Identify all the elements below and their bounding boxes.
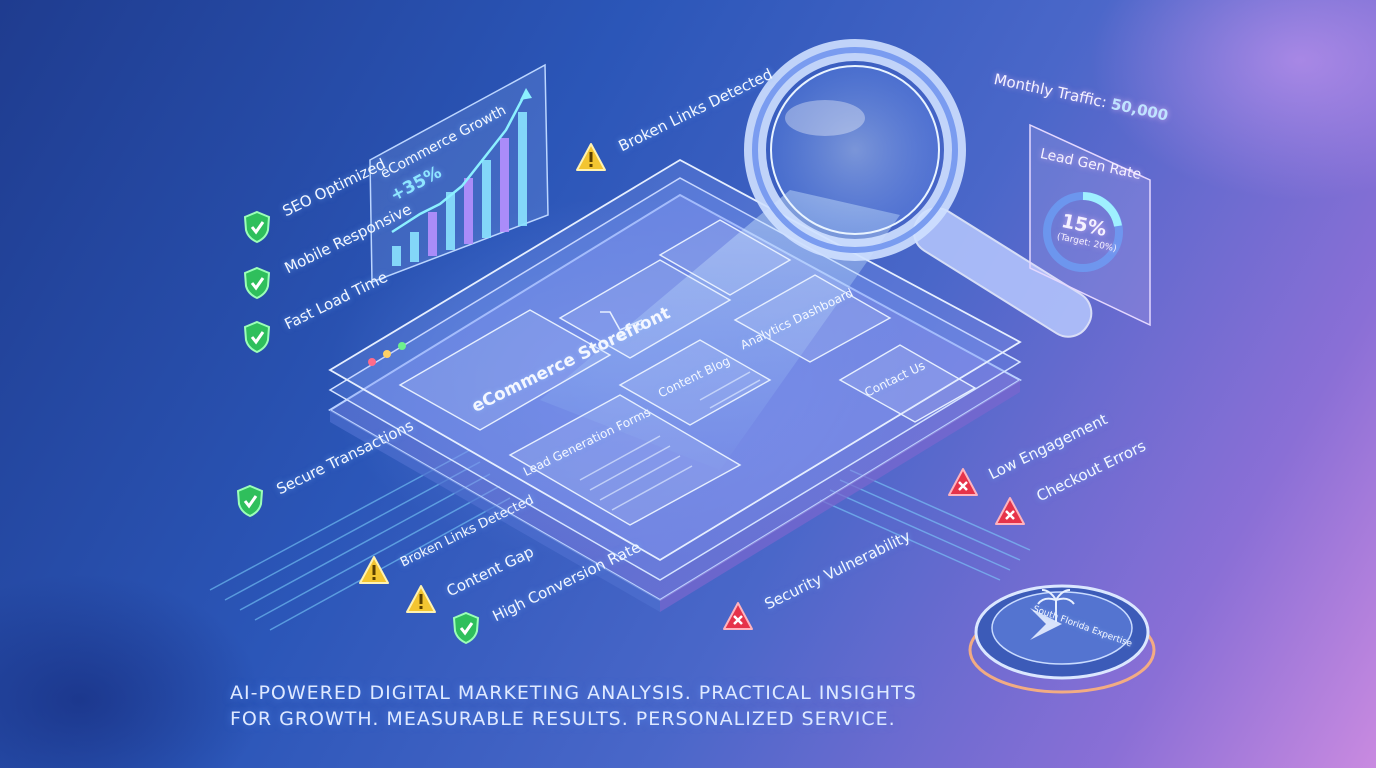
shield-check-icon (243, 210, 271, 244)
magnifying-glass-icon (744, 39, 1093, 338)
warning-triangle-icon (576, 143, 606, 171)
form-lines (579, 371, 761, 511)
warning-triangle-icon (359, 556, 389, 584)
tagline: AI-POWERED DIGITAL MARKETING ANALYSIS. P… (230, 680, 917, 732)
palm-tree-icon (1037, 589, 1075, 622)
shield-check-icon (243, 266, 271, 300)
compass-star-icon (1030, 608, 1062, 640)
error-triangle-icon (947, 467, 979, 497)
tagline-line2: FOR GROWTH. MEASURABLE RESULTS. PERSONAL… (230, 708, 896, 730)
browser-dot-green (398, 342, 406, 350)
analytics-card (733, 274, 892, 363)
warning-triangle-icon (406, 585, 436, 613)
shield-check-icon (243, 320, 271, 354)
cart-card (558, 259, 732, 359)
content-blog-card (618, 339, 772, 426)
shield-check-icon (452, 611, 480, 645)
storefront-card (398, 309, 612, 431)
expertise-badge (968, 584, 1156, 694)
header-card (658, 219, 792, 296)
lead-forms-card (508, 394, 742, 526)
shopping-cart-icon (600, 311, 644, 340)
data-stream-lines-right (819, 469, 1031, 581)
browser-dot-yellow (383, 350, 391, 358)
browser-dot-red (368, 358, 376, 366)
scan-light-beam (540, 190, 900, 470)
shield-check-icon (236, 484, 264, 518)
contact-card (838, 344, 977, 423)
lead-gen-panel (1029, 123, 1151, 327)
growth-chart-bars (392, 112, 527, 266)
growth-trend-line (391, 91, 528, 234)
error-triangle-icon (994, 496, 1026, 526)
growth-chart-panel (369, 63, 549, 284)
error-triangle-icon (722, 601, 754, 631)
tagline-line1: AI-POWERED DIGITAL MARKETING ANALYSIS. P… (230, 682, 917, 704)
